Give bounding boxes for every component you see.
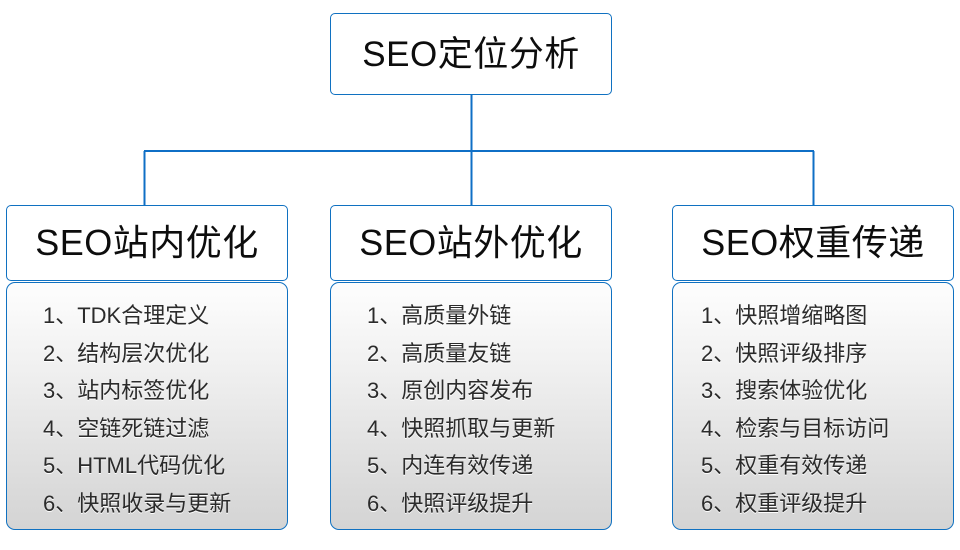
list-item: 1、快照增缩略图 bbox=[701, 303, 868, 328]
branch-body-1: 1、TDK合理定义 2、结构层次优化 3、站内标签优化 4、空链死链过滤 5、H… bbox=[6, 282, 288, 530]
list-item: 3、原创内容发布 bbox=[367, 378, 534, 403]
branch-body-3: 1、快照增缩略图 2、快照评级排序 3、搜索体验优化 4、检索与目标访问 5、权… bbox=[672, 282, 954, 530]
list-item: 1、TDK合理定义 bbox=[43, 303, 210, 328]
branch-header-label-1: SEO站内优化 bbox=[35, 222, 259, 263]
branch-header-2[interactable]: SEO站外优化 bbox=[330, 205, 612, 281]
branch-header-label-3: SEO权重传递 bbox=[701, 222, 925, 263]
list-item: 4、检索与目标访问 bbox=[701, 415, 890, 441]
list-item: 6、权重评级提升 bbox=[701, 490, 868, 516]
branch-header-3[interactable]: SEO权重传递 bbox=[672, 205, 954, 281]
list-item: 5、HTML代码优化 bbox=[43, 453, 226, 478]
list-item: 5、权重有效传递 bbox=[701, 453, 868, 478]
branch-header-1[interactable]: SEO站内优化 bbox=[6, 205, 288, 281]
list-item: 6、快照收录与更新 bbox=[43, 490, 232, 516]
list-item: 4、空链死链过滤 bbox=[43, 415, 210, 441]
root-node[interactable]: SEO定位分析 bbox=[330, 13, 612, 95]
item-list-3: 1、快照增缩略图 2、快照评级排序 3、搜索体验优化 4、检索与目标访问 5、权… bbox=[673, 297, 953, 522]
list-item: 2、快照评级排序 bbox=[701, 340, 868, 366]
list-item: 3、搜索体验优化 bbox=[701, 378, 868, 403]
list-item: 4、快照抓取与更新 bbox=[367, 415, 556, 441]
branch-header-label-2: SEO站外优化 bbox=[359, 222, 583, 263]
root-node-label: SEO定位分析 bbox=[362, 34, 580, 74]
list-item: 3、站内标签优化 bbox=[43, 378, 210, 403]
list-item: 2、高质量友链 bbox=[367, 340, 512, 366]
item-list-2: 1、高质量外链 2、高质量友链 3、原创内容发布 4、快照抓取与更新 5、内连有… bbox=[331, 297, 611, 522]
list-item: 5、内连有效传递 bbox=[367, 453, 534, 478]
list-item: 1、高质量外链 bbox=[367, 303, 512, 328]
list-item: 6、快照评级提升 bbox=[367, 490, 534, 516]
branch-body-2: 1、高质量外链 2、高质量友链 3、原创内容发布 4、快照抓取与更新 5、内连有… bbox=[330, 282, 612, 530]
item-list-1: 1、TDK合理定义 2、结构层次优化 3、站内标签优化 4、空链死链过滤 5、H… bbox=[7, 297, 287, 522]
list-item: 2、结构层次优化 bbox=[43, 340, 210, 366]
